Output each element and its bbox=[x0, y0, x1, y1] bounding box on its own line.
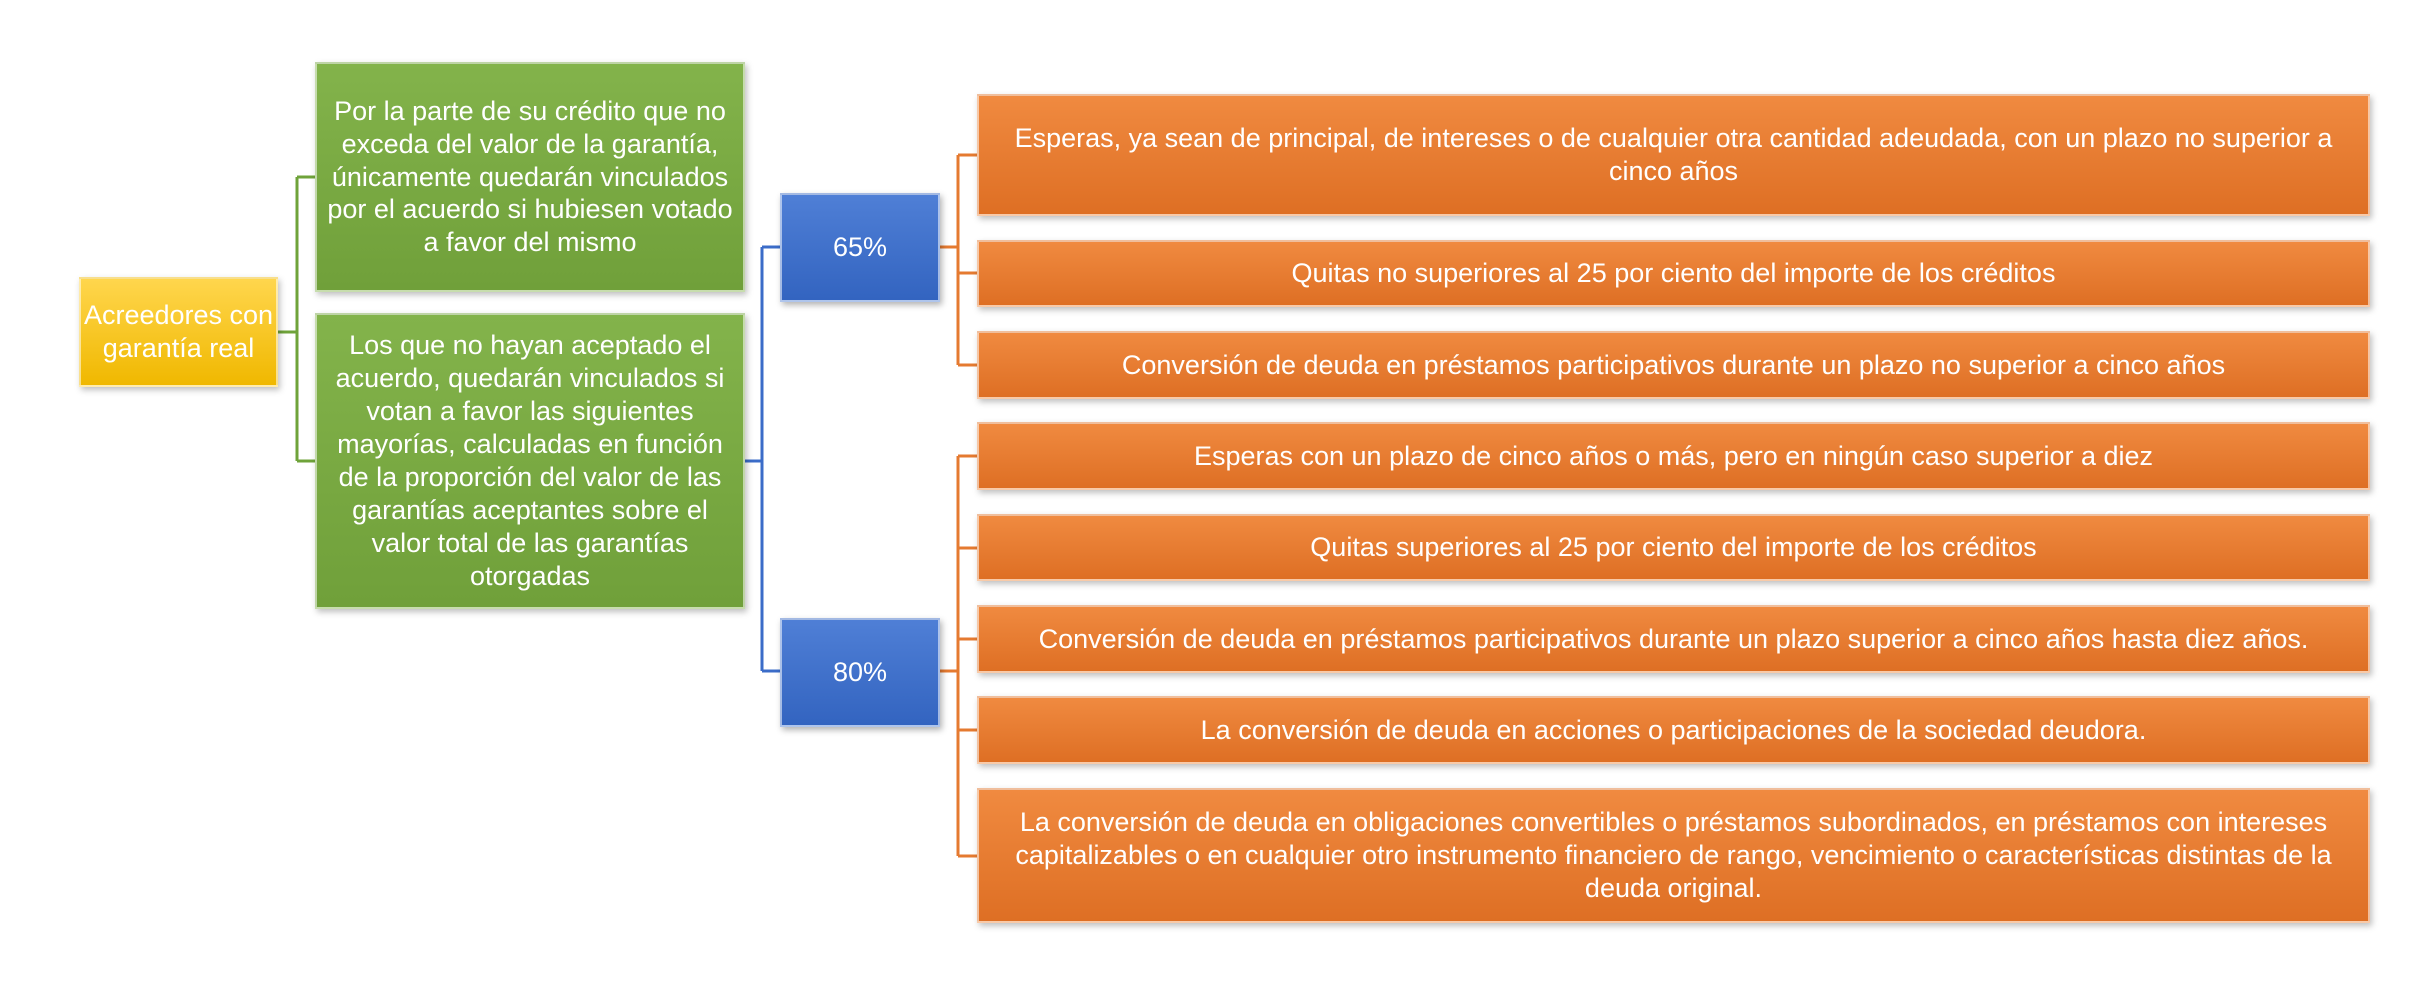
orange-node-quitas-no-sup-25: Quitas no superiores al 25 por ciento de… bbox=[977, 240, 2370, 307]
orange-node-label: Esperas con un plazo de cinco años o más… bbox=[1193, 440, 2154, 471]
orange-node-esperas-5: Esperas, ya sean de principal, de intere… bbox=[977, 94, 2370, 216]
blue-node-label: 65% bbox=[832, 232, 888, 263]
orange-node-conversion-acciones: La conversión de deuda en acciones o par… bbox=[977, 696, 2370, 764]
orange-node-label: La conversión de deuda en acciones o par… bbox=[1200, 714, 2147, 745]
green-node-label: Por la parte de su crédito que no exceda… bbox=[327, 95, 733, 258]
orange-node-label: Esperas, ya sean de principal, de intere… bbox=[1014, 123, 2333, 186]
green-node-label: Los que no hayan aceptado el acuerdo, qu… bbox=[335, 330, 725, 591]
connector-green-to-blue bbox=[745, 245, 780, 673]
green-node-vinculados-parte-credito: Por la parte de su crédito que no exceda… bbox=[315, 62, 745, 292]
orange-node-esperas-5-10: Esperas con un plazo de cinco años o más… bbox=[977, 422, 2370, 490]
orange-node-conversion-obligaciones: La conversión de deuda en obligaciones c… bbox=[977, 788, 2370, 923]
connector-root-to-green bbox=[278, 175, 315, 463]
blue-node-label: 80% bbox=[832, 657, 888, 688]
connector-80-to-options bbox=[940, 454, 977, 858]
orange-node-label: Quitas superiores al 25 por ciento del i… bbox=[1310, 532, 2037, 563]
connector-65-to-options bbox=[940, 153, 977, 367]
root-node-acreedores: Acreedores con garantía real bbox=[79, 277, 278, 387]
orange-node-label: Conversión de deuda en préstamos partici… bbox=[1038, 623, 2309, 654]
orange-node-conversion-participativos-10: Conversión de deuda en préstamos partici… bbox=[977, 605, 2370, 673]
root-node-label: Acreedores con garantía real bbox=[83, 300, 274, 363]
green-node-no-aceptado: Los que no hayan aceptado el acuerdo, qu… bbox=[315, 313, 745, 609]
orange-node-label: Quitas no superiores al 25 por ciento de… bbox=[1291, 258, 2056, 289]
blue-node-65: 65% bbox=[780, 193, 940, 302]
orange-node-quitas-sup-25: Quitas superiores al 25 por ciento del i… bbox=[977, 514, 2370, 581]
orange-node-label: Conversión de deuda en préstamos partici… bbox=[1121, 349, 2226, 380]
orange-node-label: La conversión de deuda en obligaciones c… bbox=[1015, 807, 2332, 903]
orange-node-conversion-participativos-5: Conversión de deuda en préstamos partici… bbox=[977, 331, 2370, 399]
blue-node-80: 80% bbox=[780, 618, 940, 727]
